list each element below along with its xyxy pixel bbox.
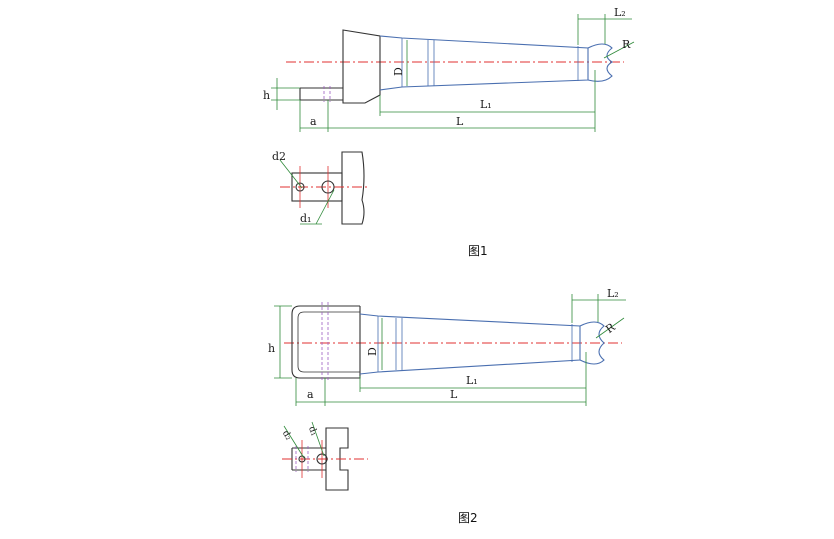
fig2-detail-d2-leader <box>283 425 305 459</box>
fig2-detail-hole-small <box>298 455 306 463</box>
fig1-detail-hole-large <box>321 180 335 194</box>
fig2-detail-d1-label: d₁ <box>306 425 319 437</box>
fig2-detail-hole-large <box>316 453 328 465</box>
fig2-detail-d1-leader <box>311 421 325 457</box>
fig2-caption: 图2 <box>458 511 478 525</box>
fig1-tang <box>299 87 343 101</box>
fig1-dim-L2-label: L₂ <box>614 6 626 19</box>
fig2-dim-h-label: h <box>268 342 275 355</box>
fig2-dim-R-leader <box>595 317 625 339</box>
fig2-handle-inner <box>297 311 360 373</box>
fig1-dim-R-leader <box>603 41 635 59</box>
figure-1: D h L₁ a L L₂ R d2 <box>263 6 635 258</box>
figure-2: D h L₁ a L L₂ R <box>268 287 626 525</box>
fig2-handle-outer <box>291 305 361 379</box>
fig2-dim-a-label: a <box>307 388 314 401</box>
fig1-ball-end <box>587 43 614 82</box>
fig1-detail-d2-leader <box>279 159 303 189</box>
fig1-caption: 图1 <box>468 244 488 258</box>
fig1-dim-L1-label: L₁ <box>480 98 492 111</box>
fig2-dim-L-label: L <box>450 388 458 401</box>
fig1-detail-d2-label: d2 <box>272 150 286 163</box>
fig1-dim-D-label: D <box>392 67 405 76</box>
fig1-dim-L-label: L <box>456 115 464 128</box>
fig2-detail-handle <box>325 427 349 491</box>
fig1-handle-block <box>342 29 381 104</box>
fig2-dim-L1-label: L₁ <box>466 374 478 387</box>
fig1-detail-hole-small <box>295 182 305 192</box>
fig1-detail-handle <box>341 151 365 225</box>
fig1-detail-d1-label: d₁ <box>300 212 311 225</box>
fig1-dim-R-label: R <box>622 38 631 51</box>
fig2-ball-end <box>579 321 605 365</box>
fig1-dim-a-label: a <box>310 115 317 128</box>
fig2-dim-R-label: R <box>603 320 618 336</box>
fig1-detail-d1-leader <box>315 189 335 225</box>
fig2-dim-D-label: D <box>366 347 379 356</box>
fig2-dim-L2-label: L₂ <box>607 287 619 300</box>
fig2-shank <box>359 313 581 375</box>
fig1-shank <box>379 35 589 91</box>
fig2-detail-d2-label: d₂ <box>280 429 294 442</box>
fig1-dim-h-label: h <box>263 89 270 102</box>
